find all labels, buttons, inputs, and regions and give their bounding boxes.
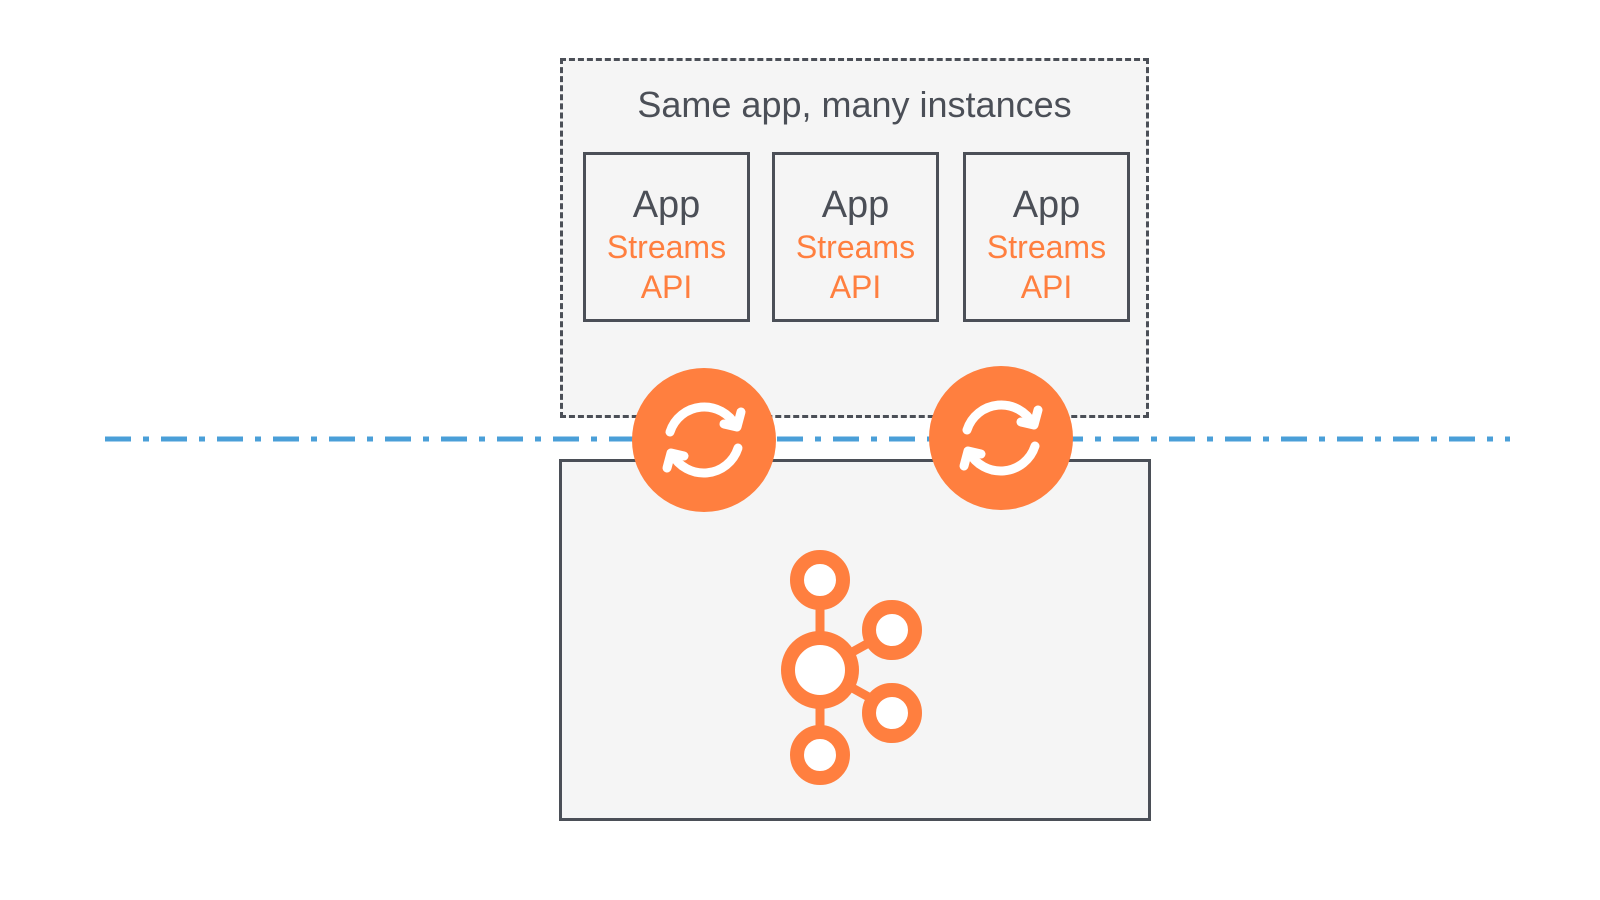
- kafka-logo-icon: [781, 550, 922, 785]
- app-label: App: [632, 184, 701, 226]
- streams-api-label: Streams API: [986, 229, 1107, 305]
- sync-arrows-icon: [632, 368, 776, 512]
- kafka-cluster-box: [559, 459, 1151, 821]
- app-label: App: [1012, 184, 1081, 226]
- sync-arrows-icon: [929, 366, 1073, 510]
- app-instance-3: App Streams API: [963, 152, 1130, 322]
- group-title: Same app, many instances: [637, 84, 1072, 125]
- app-label: App: [821, 184, 890, 226]
- app-instance-2: App Streams API: [772, 152, 939, 322]
- streams-api-label: Streams API: [795, 229, 916, 305]
- app-instances-group: Same app, many instances App Streams API…: [560, 58, 1149, 418]
- app-instance-1: App Streams API: [583, 152, 750, 322]
- streams-api-label: Streams API: [606, 229, 727, 305]
